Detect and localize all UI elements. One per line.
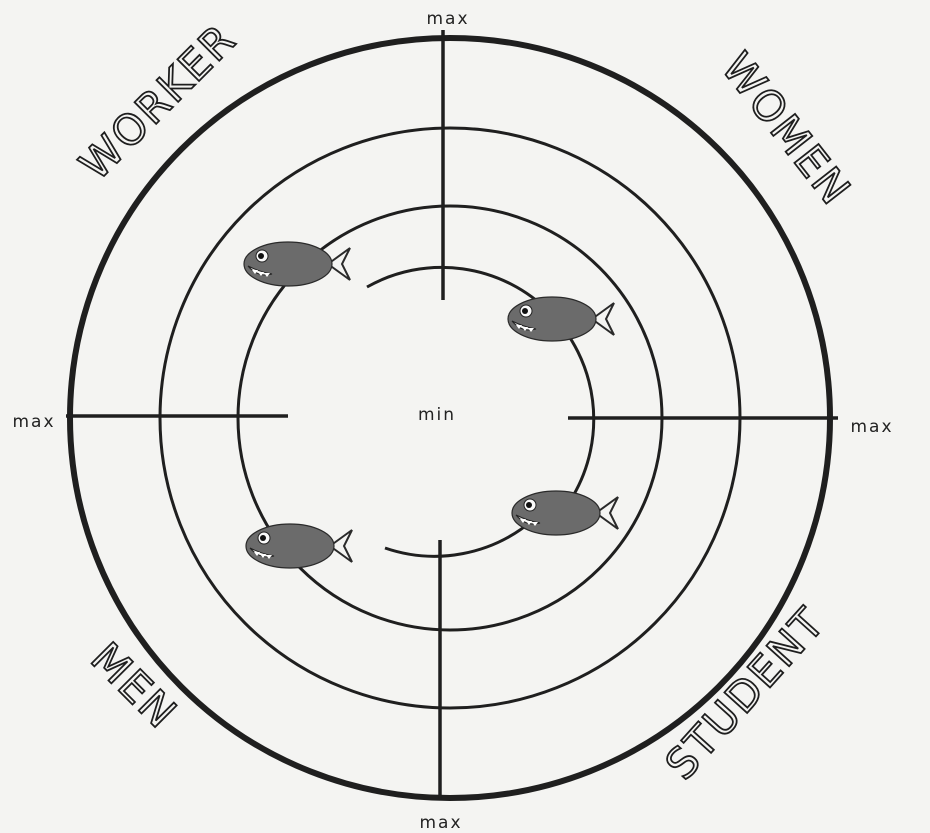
axis-label-top: max (426, 9, 469, 29)
ring-inner-arc-left (385, 520, 533, 556)
quadrant-label-student: STUDENT (656, 598, 835, 789)
fish-icon (508, 297, 614, 341)
quadrant-label-worker: WORKER (70, 14, 245, 189)
quadrant-label-men: MEN (82, 633, 188, 739)
axis-label-bottom: max (419, 813, 462, 833)
fish-icon (244, 242, 350, 286)
axis-label-left: max (12, 412, 55, 432)
fish-icon (512, 491, 618, 535)
axis-label-right: max (850, 417, 893, 437)
center-label: min (418, 405, 456, 425)
quadrant-label-women: WOMEN (712, 44, 861, 215)
fish-icon (246, 524, 352, 568)
